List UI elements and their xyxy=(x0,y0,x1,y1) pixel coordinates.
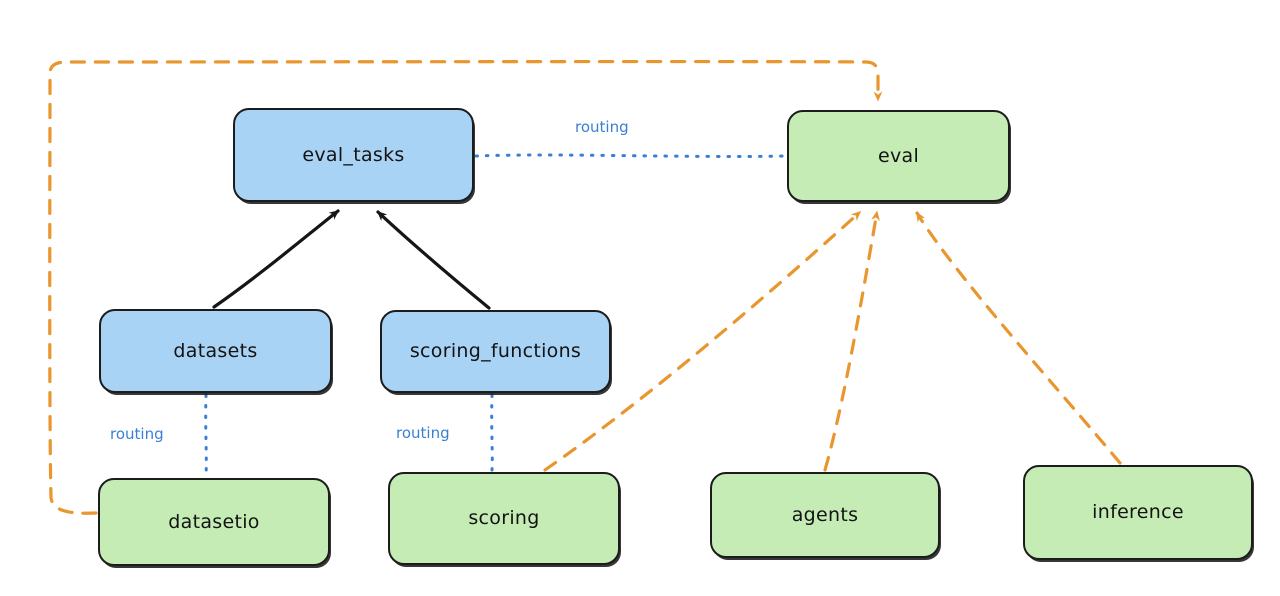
edge-scoring_functions-scoring xyxy=(490,393,494,472)
node-eval-tasks-label: eval_tasks xyxy=(302,143,405,166)
edge-label-routing-top: routing xyxy=(575,118,629,136)
node-scoring[interactable]: scoring xyxy=(388,472,620,565)
node-datasetio[interactable]: datasetio xyxy=(98,478,330,566)
node-scoring-functions[interactable]: scoring_functions xyxy=(380,310,611,393)
node-agents[interactable]: agents xyxy=(710,472,940,558)
node-datasets-label: datasets xyxy=(173,339,258,362)
edge-agents-eval xyxy=(823,210,880,472)
node-datasetio-label: datasetio xyxy=(168,510,260,533)
node-eval[interactable]: eval xyxy=(787,110,1010,202)
edge-eval_tasks-eval xyxy=(474,153,787,158)
edge-label-routing-left: routing xyxy=(110,425,164,443)
node-scoring-label: scoring xyxy=(468,507,540,530)
edge-datasets-datasetio xyxy=(204,393,208,478)
node-agents-label: agents xyxy=(791,503,859,526)
edge-label-routing-middle: routing xyxy=(396,424,450,442)
node-eval-label: eval xyxy=(877,144,920,167)
edge-scoring_functions-eval_tasks xyxy=(376,210,491,310)
node-eval-tasks[interactable]: eval_tasks xyxy=(233,108,474,202)
edge-datasetio-eval xyxy=(48,59,883,515)
edge-datasets-eval_tasks xyxy=(212,209,340,309)
node-scoring-functions-label: scoring_functions xyxy=(409,340,582,363)
node-inference[interactable]: inference xyxy=(1023,465,1253,560)
edge-inference-eval xyxy=(915,211,1122,465)
edge-scoring-eval xyxy=(543,210,862,472)
node-inference-label: inference xyxy=(1092,501,1184,524)
node-datasets[interactable]: datasets xyxy=(99,309,332,393)
